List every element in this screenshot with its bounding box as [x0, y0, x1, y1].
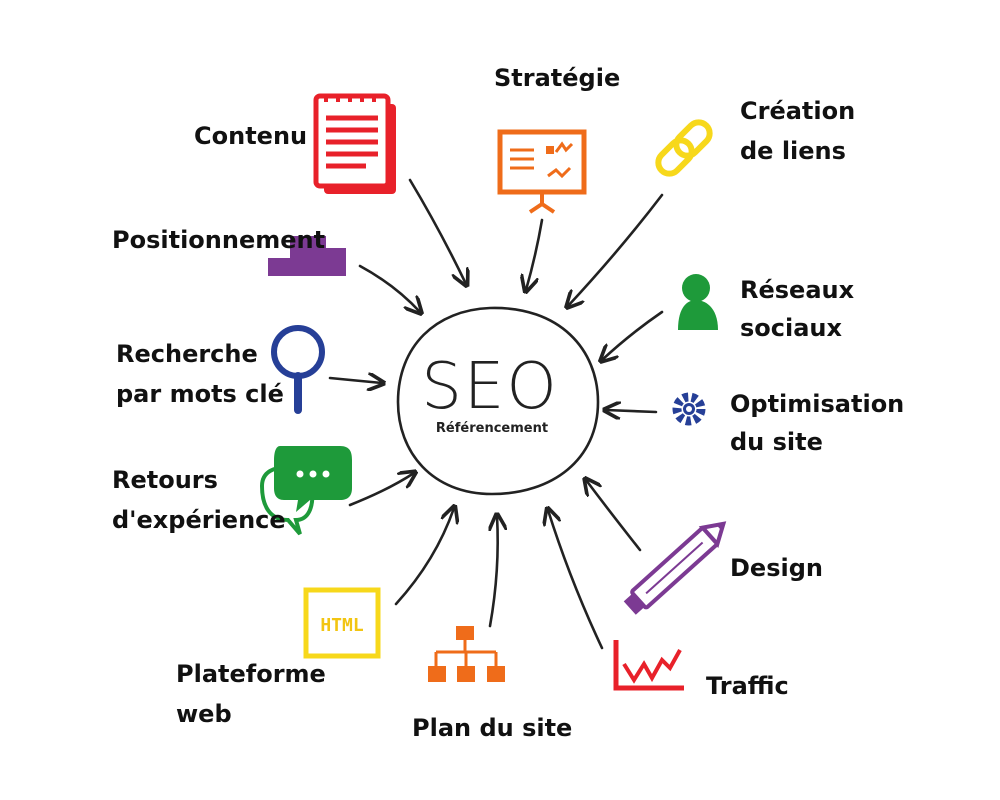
label-contenu: Contenu [194, 122, 307, 150]
notepad-icon [313, 93, 396, 194]
html-icon-text: HTML [320, 615, 364, 636]
label-reseaux-sociaux: Réseaux sociaux [740, 276, 862, 342]
gear-icon [672, 392, 706, 426]
center-node: SEO Référencement [396, 306, 600, 496]
arrow-reseaux [602, 310, 664, 360]
arrow-plateforme [394, 508, 454, 606]
chat-bubbles-icon [259, 446, 352, 536]
center-circle [396, 306, 600, 496]
label-retours: Retours d'expérience [112, 466, 286, 534]
magnifier-icon [271, 325, 325, 414]
center-title: SEO [421, 350, 558, 424]
label-recherche: Recherche par mots clé [116, 340, 284, 408]
label-plateforme: Plateforme web [176, 660, 334, 728]
label-plan-du-site: Plan du site [412, 714, 572, 742]
person-icon [678, 274, 718, 330]
label-traffic: Traffic [706, 672, 789, 700]
arrow-recherche [328, 378, 382, 383]
sitemap-icon [428, 626, 505, 682]
label-design: Design [730, 554, 823, 582]
arrows [328, 178, 664, 650]
arrow-strategie [526, 218, 544, 290]
podium-icon [268, 236, 346, 276]
pencil-icon [623, 521, 727, 615]
arrow-contenu [408, 178, 466, 284]
arrow-optimisation [606, 410, 658, 412]
center-subtitle: Référencement [436, 421, 548, 436]
label-creation-liens: Création de liens [740, 97, 864, 165]
chain-link-icon [655, 119, 713, 177]
arrow-traffic [548, 510, 604, 650]
html-icon: HTML [303, 587, 381, 659]
arrow-creation-liens [568, 193, 664, 306]
arrow-design [586, 480, 642, 552]
label-optimisation: Optimisation du site [730, 390, 913, 456]
arrow-positionnement [358, 264, 420, 312]
presentation-board-icon [497, 129, 587, 214]
label-positionnement: Positionnement [112, 226, 325, 254]
arrow-plan-du-site [490, 516, 498, 628]
traffic-chart-icon [613, 640, 684, 691]
label-strategie: Stratégie [494, 64, 620, 92]
arrow-retours [348, 473, 414, 507]
